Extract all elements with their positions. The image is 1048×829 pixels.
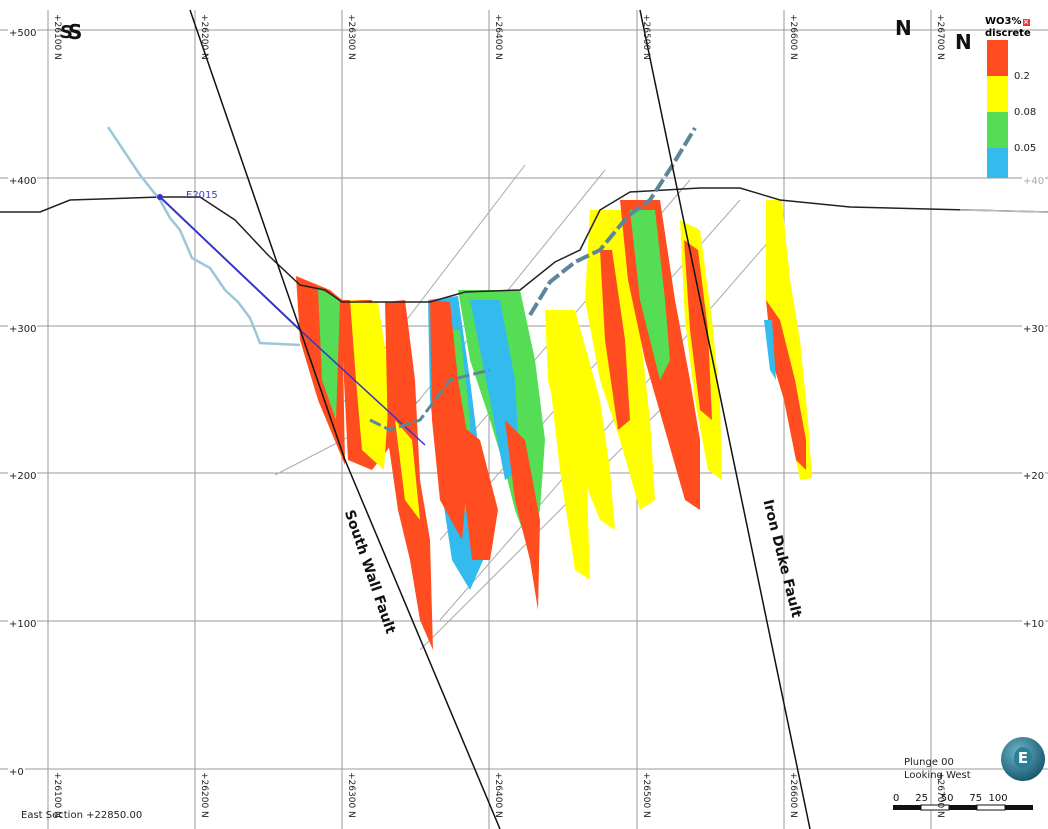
legend-row: 0.2 [985, 40, 1048, 82]
northing-label: +26400 N [493, 14, 503, 60]
drillhole-trace-light [106, 126, 301, 347]
northing-label: +26300 N [346, 14, 356, 60]
northing-label: +26700 N [935, 14, 945, 60]
scale-label: 25 [915, 793, 929, 804]
legend-label: 0.08 [1014, 107, 1037, 118]
elevation-label-right: +20 [1022, 471, 1046, 482]
elevation-label-right: +30 [1022, 324, 1046, 335]
legend-swatch [987, 40, 1008, 76]
globe-letter: E [1014, 747, 1032, 769]
legend: WO3%× discrete 0.2 0.08 0.05 [985, 16, 1048, 178]
south-label-small: S [60, 22, 73, 43]
legend-swatch [987, 76, 1008, 112]
south-label: S [68, 20, 83, 44]
northing-label: +26200 N [199, 772, 209, 818]
scale-label: 100 [988, 793, 1008, 804]
view-info: Plunge 00 Looking West [904, 756, 971, 782]
scale-label: 0 [893, 793, 900, 804]
elevation-label-right: +10 [1022, 619, 1046, 630]
legend-subtitle: discrete [985, 28, 1031, 39]
grade-blocks [296, 200, 812, 650]
iron-duke-fault-line [639, 9, 811, 829]
scale-bar [893, 804, 1033, 811]
north-label-small: N [895, 16, 912, 40]
legend-swatch [987, 148, 1008, 178]
legend-close-icon[interactable]: × [1022, 18, 1030, 26]
plunge-label: Plunge 00 [904, 757, 954, 768]
elevation-label-right: +40 [1022, 176, 1046, 187]
scale-bar-labels: 0 25 50 75 100 [893, 793, 1008, 804]
legend-swatch [987, 112, 1008, 148]
scale-label: 75 [969, 793, 983, 804]
drillhole-e2015 [159, 196, 301, 331]
legend-row [985, 148, 1048, 178]
elevation-label: +200 [8, 471, 38, 482]
northing-label: +26200 N [199, 14, 209, 60]
scale-label: 50 [940, 793, 954, 804]
topography-line [0, 187, 1048, 303]
elevation-label: +300 [8, 324, 38, 335]
orientation-globe-icon[interactable]: E [1001, 737, 1045, 781]
elevation-label: +0 [8, 767, 25, 778]
legend-title: WO3% [985, 16, 1022, 27]
section-label: East Section +22850.00 [21, 810, 143, 821]
legend-row: 0.08 [985, 76, 1048, 118]
north-label: N [955, 30, 972, 54]
elevation-label: +500 [8, 28, 38, 39]
northing-label: +26300 N [346, 772, 356, 818]
elevation-label: +400 [8, 176, 38, 187]
northing-label: +26600 N [788, 14, 798, 60]
legend-label: 0.05 [1014, 143, 1037, 154]
grid [0, 10, 1048, 829]
elevation-label: +100 [8, 619, 38, 630]
northing-label: +26500 N [641, 772, 651, 818]
drillhole-label: E2015 [186, 190, 218, 201]
looking-label: Looking West [904, 770, 971, 781]
northing-label: +26500 N [641, 14, 651, 60]
legend-label: 0.2 [1014, 71, 1030, 82]
northing-label: +26600 N [788, 772, 798, 818]
northing-label: +26400 N [493, 772, 503, 818]
south-wall-fault-line [189, 9, 346, 461]
legend-row: 0.05 [985, 112, 1048, 154]
